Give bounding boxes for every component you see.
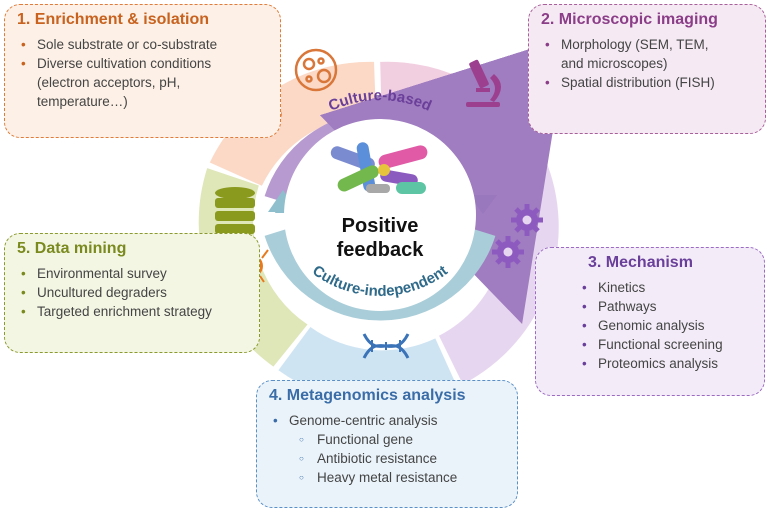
box1-item-cont: (electron acceptors, pH, — [37, 75, 181, 90]
box5-item: Environmental survey — [17, 264, 247, 283]
database-icon — [215, 187, 255, 234]
dna-icon — [362, 333, 410, 359]
bacteria-cluster-icon — [330, 142, 428, 194]
box1-item-cont: temperature…) — [37, 94, 128, 109]
center-disk — [284, 119, 476, 311]
box2-title: 2. Microscopic imaging — [541, 11, 718, 28]
box4-subitem: Heavy metal resistance — [269, 468, 505, 487]
box3-item: Pathways — [548, 297, 752, 316]
box2-item: Morphology (SEM, TEM, — [541, 35, 753, 54]
box4-subitem: Antibiotic resistance — [269, 449, 505, 468]
box4-subitem: Functional gene — [269, 430, 505, 449]
box-metagenomics-analysis: 4. Metagenomics analysis Genome-centric … — [256, 380, 518, 508]
box5-title: 5. Data mining — [17, 240, 127, 257]
box-data-mining: 5. Data mining Environmental survey Uncu… — [4, 233, 260, 353]
box5-item: Uncultured degraders — [17, 283, 247, 302]
box2-item-cont: and microscopes) — [561, 56, 668, 71]
box5-item: Targeted enrichment strategy — [17, 302, 247, 321]
center-title-line2: feedback — [337, 239, 425, 261]
petri-dish-icon — [294, 48, 338, 92]
box4-item: Genome-centric analysis — [269, 411, 505, 430]
arrow-head-top — [469, 195, 497, 214]
gears-icon — [492, 204, 543, 268]
box3-item: Proteomics analysis — [548, 354, 752, 373]
box4-title: 4. Metagenomics analysis — [269, 387, 466, 404]
box1-title: 1. Enrichment & isolation — [17, 11, 210, 28]
box1-item: Diverse cultivation conditions — [17, 54, 268, 73]
box3-item: Functional screening — [548, 335, 752, 354]
box-enrichment-isolation: 1. Enrichment & isolation Sole substrate… — [4, 4, 281, 138]
box3-item: Kinetics — [548, 278, 752, 297]
microscope-icon — [466, 59, 501, 107]
box3-item: Genomic analysis — [548, 316, 752, 335]
box-mechanism: 3. Mechanism Kinetics Pathways Genomic a… — [535, 247, 765, 396]
box-microscopic-imaging: 2. Microscopic imaging Morphology (SEM, … — [528, 4, 766, 134]
center-title-line1: Positive — [342, 215, 419, 237]
box3-title: 3. Mechanism — [588, 254, 693, 271]
box1-item: Sole substrate or co-substrate — [17, 35, 268, 54]
box2-item: Spatial distribution (FISH) — [541, 73, 753, 92]
